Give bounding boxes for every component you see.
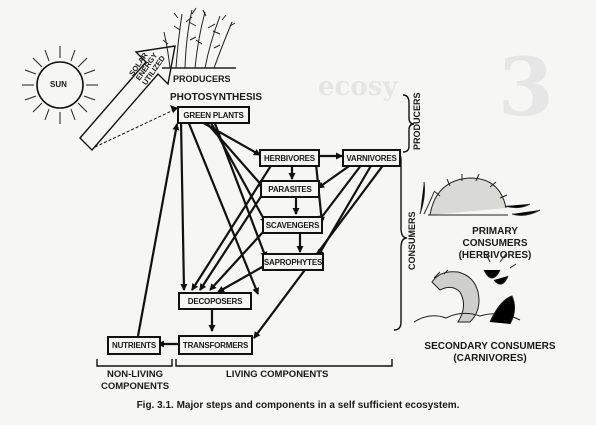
carnivores-box: VARNIVORES [342, 149, 401, 167]
primary-consumers-line-2: CONSUMERS [462, 238, 528, 249]
herbivore-animal-icon [419, 173, 541, 216]
nutrients-box: NUTRIENTS [107, 336, 161, 355]
non-living-line-2: COMPONENTS [100, 381, 170, 392]
saprophytes-box: SAPROPHYTES [262, 253, 324, 271]
primary-consumers-label: PRIMARY CONSUMERS (HERBIVORES) [430, 226, 560, 262]
parasites-box: PARASITES [260, 180, 320, 198]
living-components-label: LIVING COMPONENTS [226, 369, 329, 380]
carnivore-animal-icon [413, 253, 521, 325]
figure-number: Fig. 3.1. [136, 400, 174, 411]
producers-plant-icon [162, 7, 236, 69]
figure-caption: Fig. 3.1. Major steps and components in … [0, 400, 596, 411]
green-plants-box: GREEN PLANTS [177, 106, 250, 124]
photosynthesis-label: PHOTOSYNTHESIS [170, 92, 263, 103]
secondary-consumers-label: SECONDARY CONSUMERS (CARNIVORES) [405, 341, 575, 365]
decomposers-box: DECOPOSERS [178, 292, 252, 310]
secondary-consumers-line-2: (CARNIVORES) [453, 353, 527, 364]
non-living-line-1: NON-LIVING [107, 369, 163, 380]
producers-brace-label: PRODUCERS [412, 92, 422, 150]
sun-label: SUN [50, 80, 67, 89]
sun-icon [22, 46, 98, 124]
primary-consumers-line-3: (HERBIVORES) [458, 250, 532, 261]
bottom-brackets [96, 359, 393, 367]
solar-energy-arrow [79, 45, 179, 152]
consumers-brace-label: CONSUMERS [407, 211, 417, 270]
primary-consumers-line-1: PRIMARY [472, 226, 518, 237]
producers-label: PRODUCERS [173, 74, 231, 84]
figure-caption-text: Major steps and components in a self suf… [176, 400, 460, 411]
non-living-components-label: NON-LIVING COMPONENTS [93, 369, 177, 393]
transformers-box: TRANSFORMERS [178, 335, 253, 355]
background-bleed-text: ecosy [318, 72, 398, 102]
background-bleed-digit: 3 [498, 40, 554, 134]
flow-arrows [136, 120, 385, 348]
secondary-consumers-line-1: SECONDARY CONSUMERS [424, 341, 556, 352]
herbivores-box: HERBIVORES [259, 149, 320, 167]
scavengers-box: SCAVENGERS [262, 216, 323, 234]
